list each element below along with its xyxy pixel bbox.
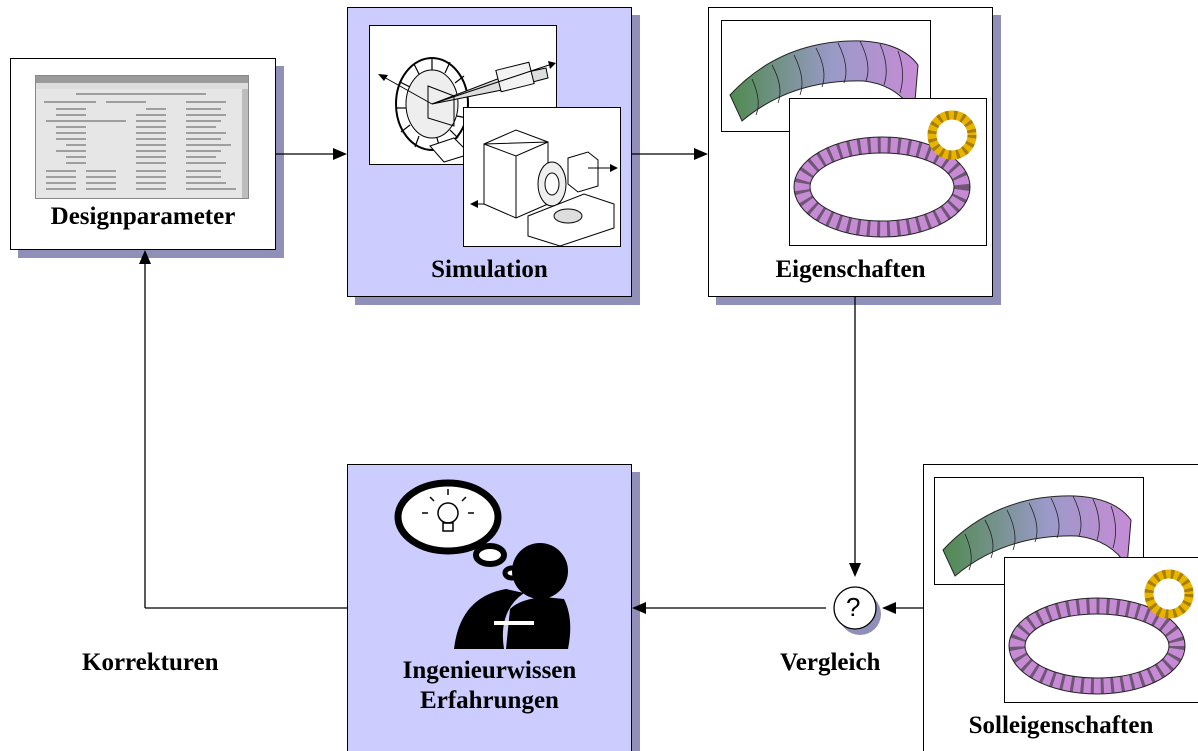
parameter-window-screenshot xyxy=(35,75,249,199)
comparison-label: Vergleich xyxy=(780,649,881,676)
properties-box: Eigenschaften xyxy=(708,7,993,297)
arrow-to-compare xyxy=(849,563,861,577)
design-parameters-box: Designparameter xyxy=(10,58,276,250)
thinking-person-icon xyxy=(394,479,584,649)
arrow-to-knowledge xyxy=(632,602,646,614)
simulation-label: Simulation xyxy=(431,256,548,283)
arrow-to-simulation xyxy=(333,148,347,160)
ring-gear-plot xyxy=(789,98,987,246)
arrow-target-to-compare xyxy=(882,602,896,614)
properties-label: Eigenschaften xyxy=(775,256,926,283)
compare-symbol: ? xyxy=(846,592,861,622)
experience-label: Erfahrungen xyxy=(420,687,559,714)
simulation-box: Simulation xyxy=(347,7,632,297)
target-ring-gear-plot xyxy=(1004,557,1198,703)
lightbulb-icon xyxy=(422,489,474,532)
corrections-label: Korrekturen xyxy=(82,649,219,676)
gear-cutting-machine-drawing xyxy=(463,107,621,247)
target-properties-label: Solleigenschaften xyxy=(968,712,1154,739)
engineering-knowledge-label: Ingenieurwissen xyxy=(402,657,577,684)
design-parameters-label: Designparameter xyxy=(50,203,236,230)
arrow-to-properties xyxy=(694,148,708,160)
target-properties-box: Solleigenschaften xyxy=(923,464,1198,751)
arrow-to-design xyxy=(139,250,151,264)
compare-node xyxy=(833,586,877,630)
engineering-knowledge-box: Ingenieurwissen Erfahrungen xyxy=(347,464,632,751)
